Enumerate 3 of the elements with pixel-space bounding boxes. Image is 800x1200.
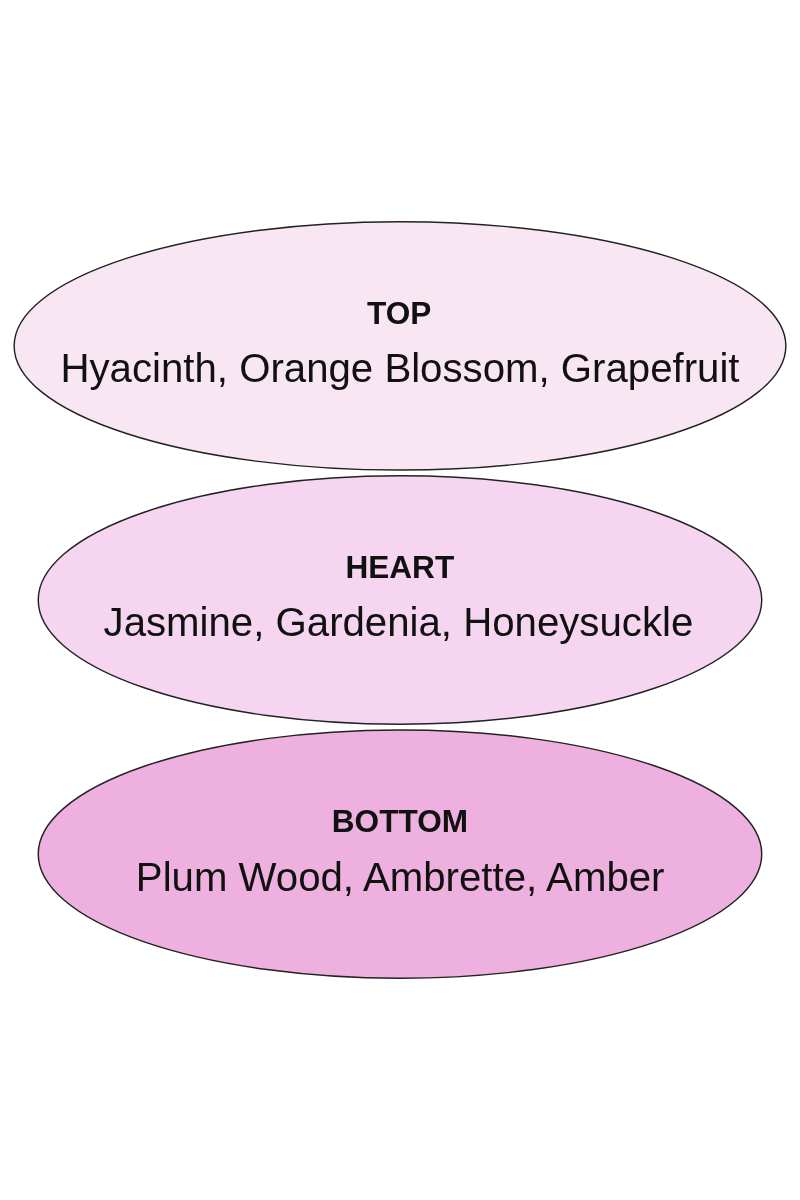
- node-ellipse: BOTTOM Plum Wood, Ambrette, Amber: [37, 729, 763, 979]
- node-ellipse: TOP Hyacinth, Orange Blossom, Grapefruit: [13, 221, 787, 471]
- node-ellipse: HEART Jasmine, Gardenia, Honeysuckle: [37, 475, 763, 725]
